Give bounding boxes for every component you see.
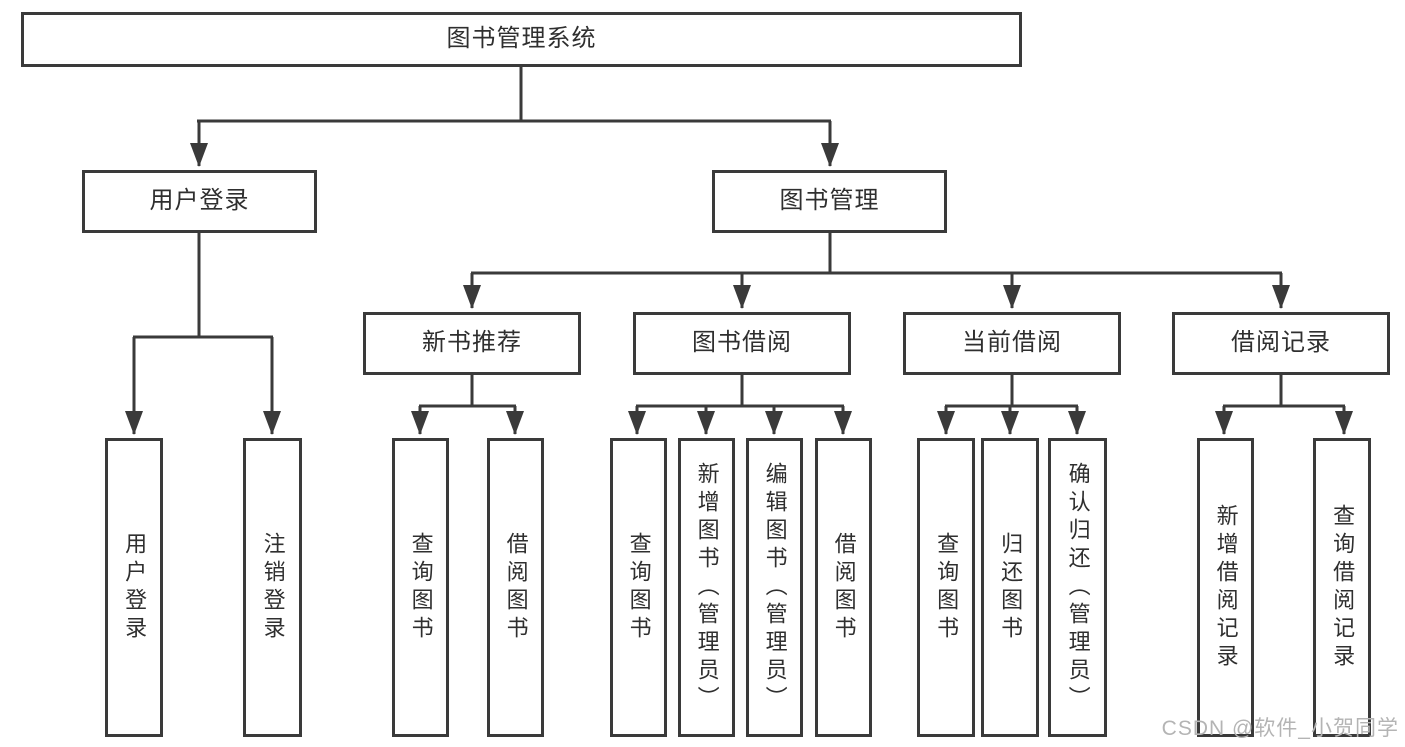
node-edit-book-admin: 编辑图书（管理员） [746, 438, 803, 737]
node-borrow-records: 借阅记录 [1172, 312, 1390, 375]
node-add-book-admin: 新增图书（管理员） [678, 438, 735, 737]
node-query-borrow-record: 查询借阅记录 [1313, 438, 1371, 737]
node-root: 图书管理系统 [21, 12, 1022, 67]
node-query-books-current: 查询图书 [917, 438, 975, 737]
node-query-books-borrow: 查询图书 [610, 438, 667, 737]
node-new-book-recommend: 新书推荐 [363, 312, 581, 375]
node-borrow-books-recommend: 借阅图书 [487, 438, 544, 737]
node-query-books-recommend: 查询图书 [392, 438, 449, 737]
node-return-book: 归还图书 [981, 438, 1039, 737]
node-confirm-return-admin: 确认归还（管理员） [1048, 438, 1107, 737]
node-login: 用户登录 [105, 438, 163, 737]
node-borrow-books: 借阅图书 [815, 438, 872, 737]
node-current-borrow: 当前借阅 [903, 312, 1121, 375]
node-add-borrow-record: 新增借阅记录 [1197, 438, 1254, 737]
node-book-management: 图书管理 [712, 170, 947, 233]
node-book-borrow: 图书借阅 [633, 312, 851, 375]
watermark: CSDN @软件_小贺同学 [1161, 717, 1399, 740]
node-user-login-branch: 用户登录 [82, 170, 317, 233]
node-logout: 注销登录 [243, 438, 302, 737]
